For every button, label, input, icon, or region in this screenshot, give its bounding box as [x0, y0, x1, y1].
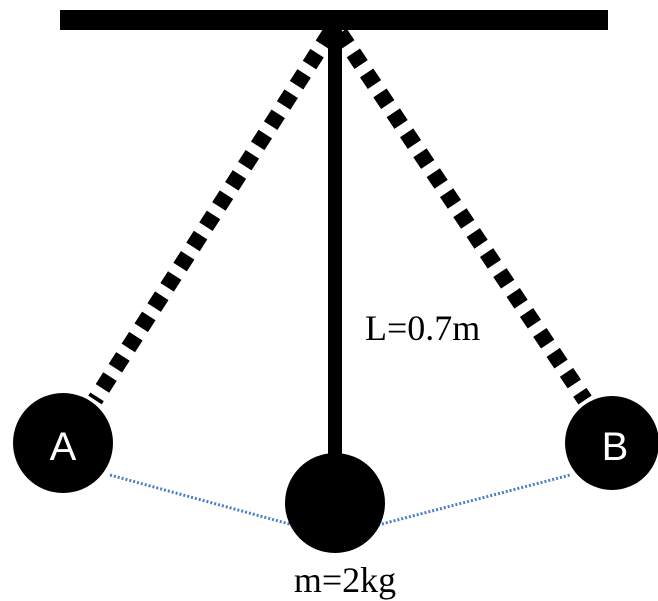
bob-left — [13, 393, 113, 493]
bob-right-label: B — [602, 425, 629, 469]
ceiling-support — [60, 10, 608, 30]
swing-path-left — [109, 473, 294, 527]
mass-label: m=2kg — [294, 560, 396, 600]
string-to-a — [88, 28, 337, 405]
swing-path-right — [377, 473, 571, 527]
pivot-point — [321, 26, 339, 44]
string-to-b — [333, 28, 592, 405]
length-label: L=0.7m — [365, 308, 480, 348]
bob-left-label: A — [50, 425, 77, 469]
bob-right — [565, 396, 658, 490]
bob-center — [285, 453, 385, 553]
